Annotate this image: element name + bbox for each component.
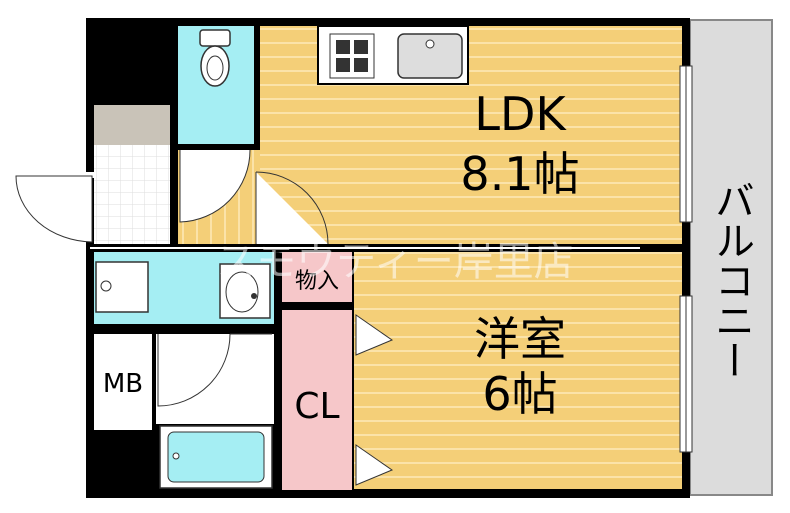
washbasin-icon <box>219 263 271 319</box>
balcony-area <box>689 19 773 496</box>
western-room-floor <box>354 252 682 489</box>
bathtub-icon <box>159 425 273 489</box>
sink-icon <box>397 33 463 79</box>
storage-room <box>282 252 352 302</box>
front-door-icon <box>14 172 94 243</box>
watermark-text: スモウティー岸里店 <box>216 239 574 285</box>
western-room-name: 洋室 <box>474 312 566 366</box>
closet-label: CL <box>294 386 339 427</box>
meter-box <box>94 334 152 430</box>
entrance-step <box>94 105 170 145</box>
ldk-name: LDK <box>474 87 567 141</box>
bath-door-icon <box>156 333 274 424</box>
western-room-size: 6帖 <box>482 367 557 421</box>
window-western-room-icon <box>679 295 693 453</box>
kitchen-counter <box>317 25 469 85</box>
balcony-label: バルコニー <box>708 180 754 380</box>
closet-room <box>282 310 352 490</box>
toilet-icon <box>199 29 231 87</box>
storage-label: 物入 <box>295 269 339 294</box>
washing-machine-icon <box>95 261 149 313</box>
window-ldk-icon <box>679 65 693 223</box>
toilet-door-icon <box>178 144 254 223</box>
ldk-size: 8.1帖 <box>460 147 579 201</box>
stove-icon <box>336 40 368 72</box>
meter-box-label: MB <box>103 369 143 399</box>
closet-door-icon <box>355 314 394 486</box>
